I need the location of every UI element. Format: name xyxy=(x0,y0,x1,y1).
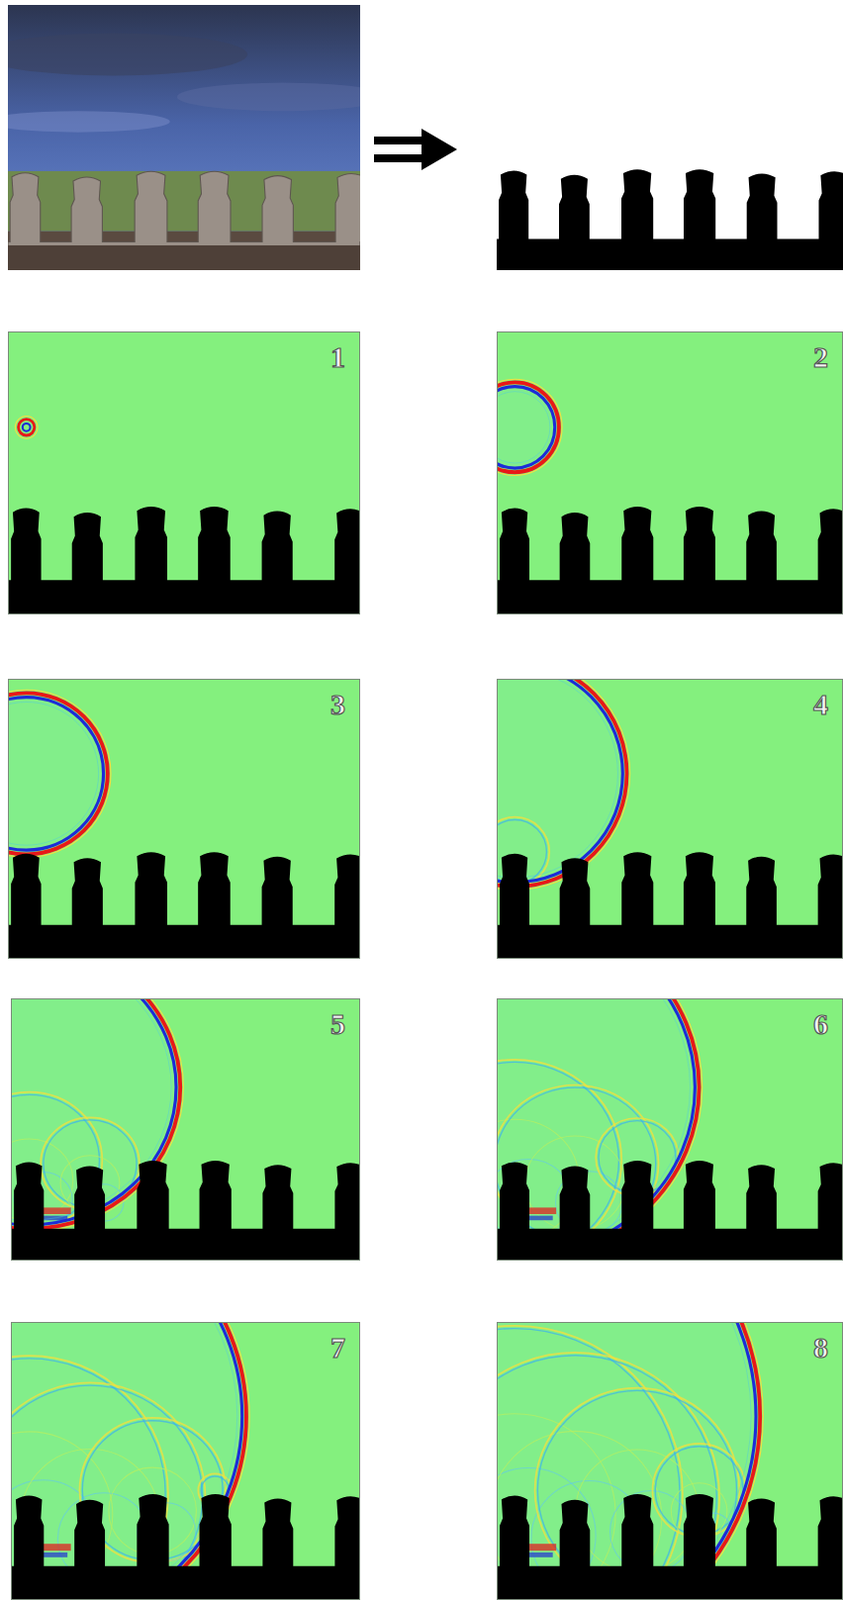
wave-field xyxy=(8,332,360,614)
silhouette-obstacle xyxy=(8,506,360,614)
wave-field xyxy=(497,679,843,958)
arrow-head xyxy=(421,128,458,171)
wave-field xyxy=(497,999,843,1260)
wavefront-blue xyxy=(497,386,556,469)
silhouette-obstacle xyxy=(497,1494,843,1599)
silhouette-obstacle xyxy=(497,506,843,614)
wave-interior xyxy=(497,386,556,469)
background xyxy=(497,332,843,614)
simulation-panel: 7 xyxy=(10,1321,361,1600)
wave-field xyxy=(497,1322,843,1599)
simulation-panel: 8 xyxy=(496,1321,843,1600)
simulation-panel: 3 xyxy=(7,678,361,959)
wavefront-yellow xyxy=(8,689,111,857)
silhouette-shape xyxy=(496,169,843,271)
wavefront-yellow xyxy=(497,378,562,475)
silhouette-obstacle xyxy=(11,1494,360,1599)
statues xyxy=(7,171,361,271)
silhouette-obstacle xyxy=(497,851,843,958)
cloud xyxy=(7,33,248,77)
panel-number: 7 xyxy=(330,1332,346,1363)
wavefront-red xyxy=(497,381,560,472)
wavefront-red xyxy=(8,692,108,854)
wavefront-blue xyxy=(8,697,104,851)
panel-number: 5 xyxy=(330,1009,346,1039)
wavefront-blue xyxy=(497,679,623,883)
wavefront-yellow xyxy=(14,415,38,439)
silhouette-obstacle xyxy=(8,851,360,958)
cloud xyxy=(177,83,361,112)
panel-number: 4 xyxy=(813,689,829,720)
grass xyxy=(7,171,361,232)
ground xyxy=(7,231,361,271)
background xyxy=(8,332,360,614)
panel-number: 6 xyxy=(813,1009,829,1039)
wavefront-red xyxy=(18,419,35,436)
simulation-panel: 5 xyxy=(10,998,361,1261)
panel-number: 1 xyxy=(330,342,346,373)
panel-number: 3 xyxy=(330,689,346,720)
simulation-panel: 6 xyxy=(496,998,843,1261)
wave-field xyxy=(497,332,843,614)
wavefront-trail xyxy=(497,679,618,878)
photo xyxy=(7,4,361,271)
wavefront-trail xyxy=(8,701,99,845)
wave-interior xyxy=(497,679,623,883)
arrow xyxy=(374,128,464,179)
platform xyxy=(7,245,361,271)
wave-field xyxy=(8,679,360,958)
wave-field xyxy=(11,1322,360,1599)
simulation-panel: 1 xyxy=(7,331,361,615)
simulation-panel: 4 xyxy=(496,678,843,959)
wavefront-trail xyxy=(497,391,551,464)
simulation-panel: 2 xyxy=(496,331,843,615)
panel-number: 8 xyxy=(813,1332,829,1363)
panel-number: 2 xyxy=(813,342,829,373)
silhouette xyxy=(496,166,843,271)
silhouette-obstacle xyxy=(497,1160,843,1260)
wave-field xyxy=(11,999,360,1260)
wavefront-blue xyxy=(22,423,31,432)
cloud xyxy=(7,110,171,132)
arrow-shaft xyxy=(374,140,429,159)
silhouette-obstacle xyxy=(11,1160,360,1260)
